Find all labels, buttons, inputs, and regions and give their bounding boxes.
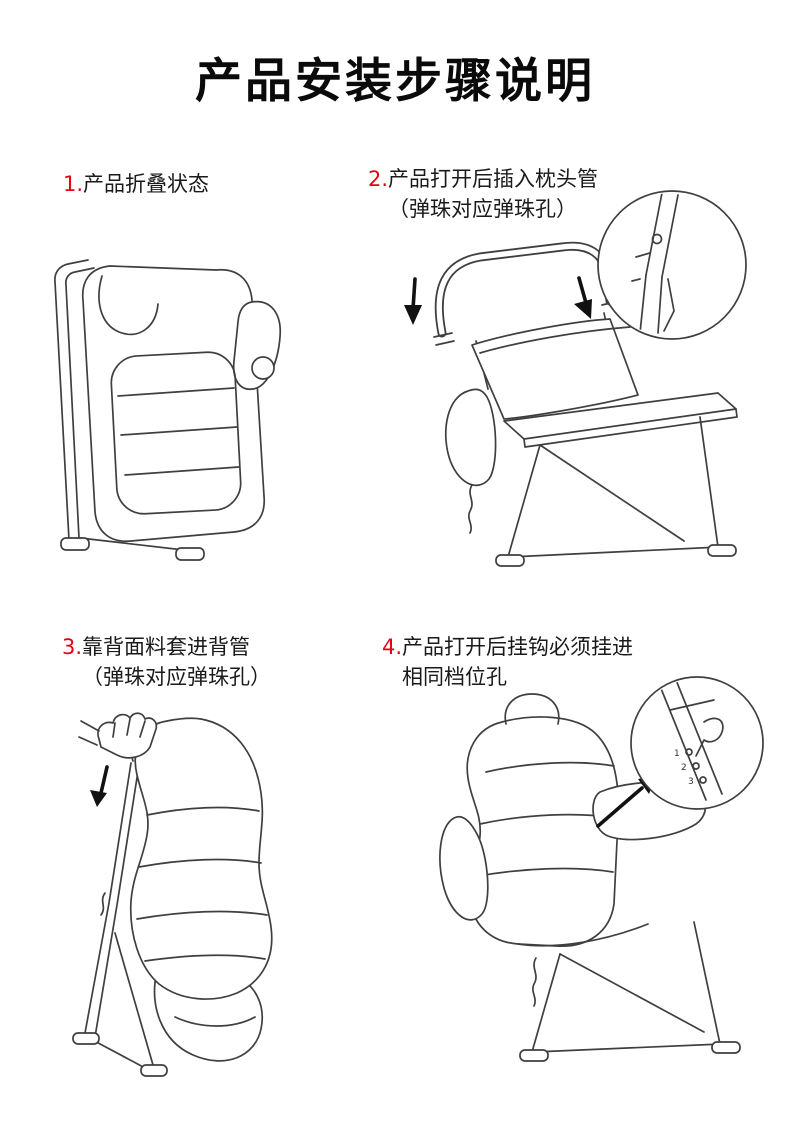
down-arrow-right-icon	[574, 276, 592, 319]
step-4-text-line-2: 相同档位孔	[402, 664, 508, 689]
step-3-text-line-2: （弹珠对应弹珠孔）	[82, 664, 272, 689]
step-3-label: 3. 靠背面料套进背管 （弹珠对应弹珠孔）	[62, 633, 271, 693]
hook-detail-svg: 1 2 3	[439, 676, 764, 1062]
step-2-text-line-1: 产品打开后插入枕头管	[388, 167, 599, 191]
hole-label-1: 1	[674, 749, 680, 759]
zoom-callout-ball-detail	[597, 190, 747, 340]
folded-chair-drawing	[54, 259, 282, 561]
illustration-backrest-fabric	[45, 693, 317, 1095]
step-1-text-line-1: 产品折叠状态	[83, 172, 210, 196]
open-chair-hook-drawing: 1 2 3	[439, 676, 764, 1062]
hole-label-2: 2	[681, 763, 687, 773]
step-4-number: 4.	[382, 635, 403, 659]
step-2-label: 2. 产品打开后插入枕头管 （弹珠对应弹珠孔）	[368, 165, 598, 225]
step-2-number: 2.	[368, 167, 389, 191]
step-2-text-line-2: （弹珠对应弹珠孔）	[388, 196, 578, 221]
illustration-headrest-insert	[378, 183, 772, 587]
chair-frame-and-cushions	[72, 717, 273, 1077]
step-1-label: 1. 产品折叠状态	[63, 170, 209, 200]
step-3-text-line-1: 靠背面料套进背管	[82, 635, 251, 659]
illustration-hook-detail: 1 2 3	[408, 658, 782, 1070]
down-arrow-icon	[90, 765, 109, 807]
hole-label-3: 3	[688, 777, 694, 787]
open-chair-insert-drawing	[404, 190, 747, 567]
page-title: 产品安装步骤说明	[195, 54, 595, 109]
zoom-callout-hook-detail: 1 2 3	[630, 676, 764, 810]
down-arrow-left-icon	[404, 277, 422, 325]
backrest-fabric-svg	[72, 712, 273, 1077]
assembled-chair	[439, 693, 741, 1062]
folded-chair-svg	[54, 259, 282, 561]
hand-icon	[78, 712, 158, 759]
illustration-folded-chair	[28, 238, 300, 583]
step-3-number: 3.	[62, 635, 83, 659]
headrest-insert-svg	[404, 190, 747, 567]
gear-hole-labels: 1 2 3	[674, 749, 694, 787]
step-4-text-line-1: 产品打开后挂钩必须挂进	[402, 635, 634, 659]
chair-frame	[433, 300, 738, 567]
backrest-fabric-drawing	[72, 712, 273, 1077]
step-1-number: 1.	[63, 172, 84, 196]
step-4-label: 4. 产品打开后挂钩必须挂进 相同档位孔	[382, 633, 633, 693]
